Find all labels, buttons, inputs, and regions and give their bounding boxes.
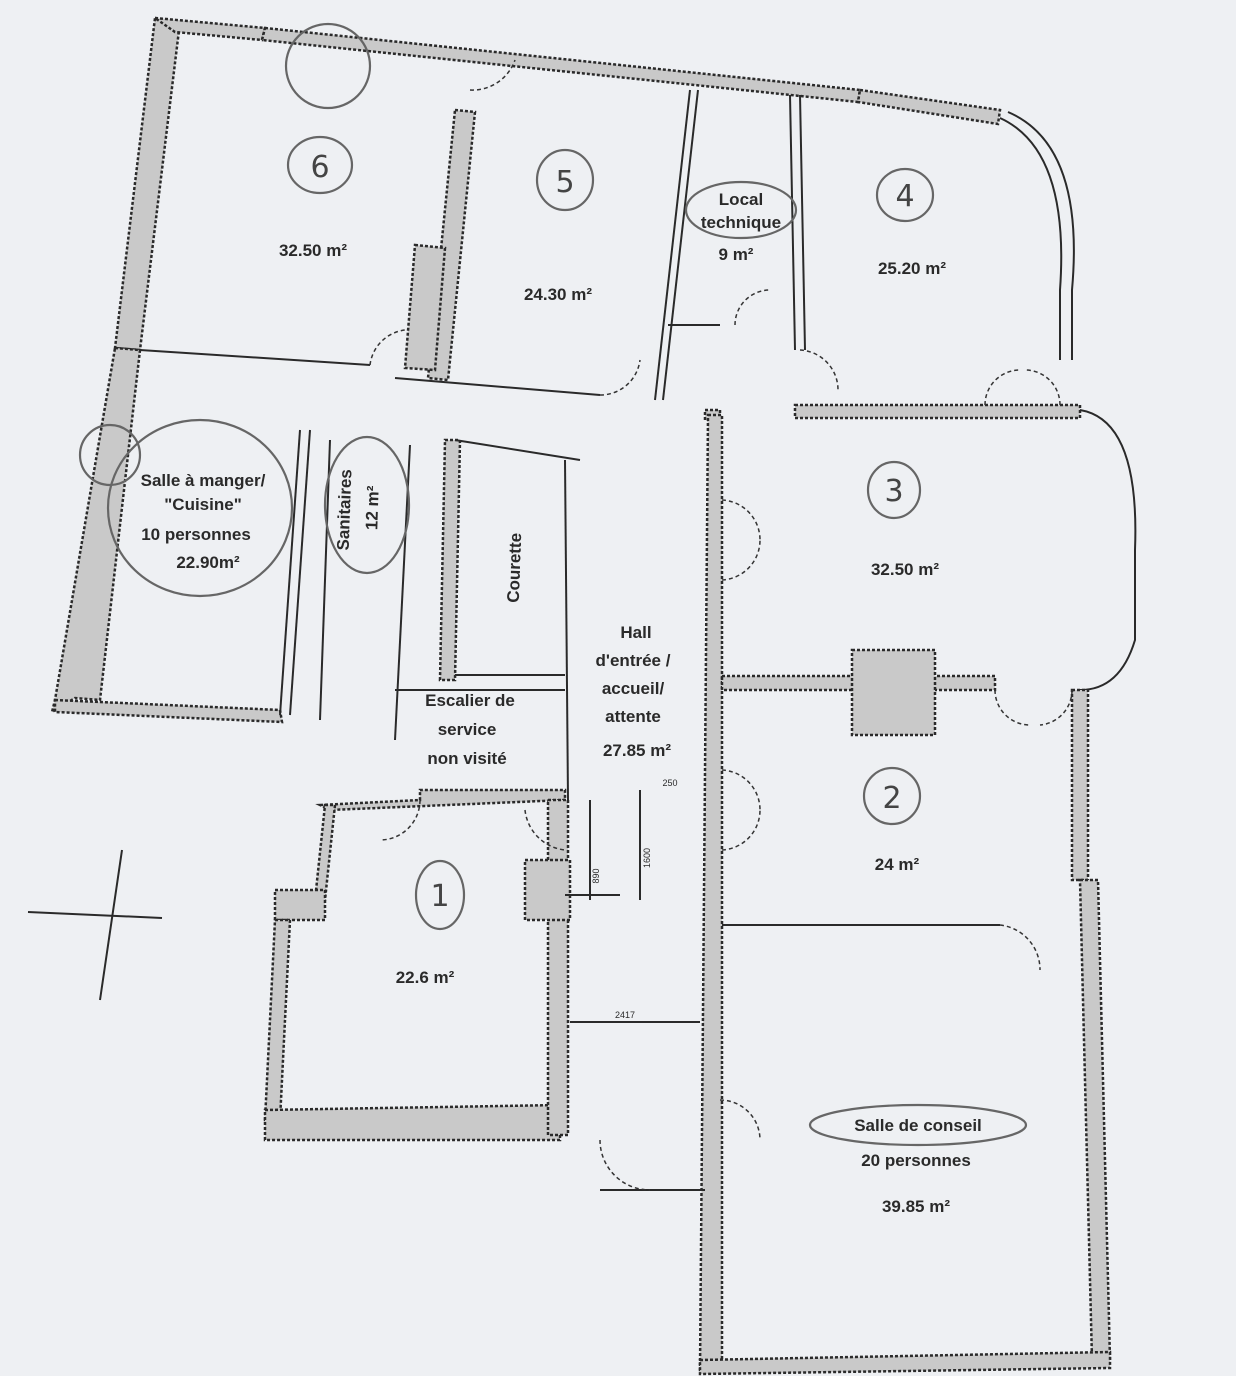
escalier-line1: Escalier de: [425, 691, 515, 710]
hall-area: 27.85 m²: [603, 741, 671, 760]
room-2-number: 2: [882, 781, 901, 816]
hall-line2: d'entrée /: [596, 651, 671, 670]
hall-line4: attente: [605, 707, 661, 726]
escalier-line3: non visité: [427, 749, 506, 768]
sanitaires-area: 12 m²: [362, 485, 383, 530]
dimension-1600: 1600: [642, 848, 652, 868]
conseil-area: 39.85 m²: [882, 1197, 950, 1216]
room-6-area: 32.50 m²: [279, 241, 347, 260]
local-technique-line1: Local: [719, 190, 763, 209]
room-2-area: 24 m²: [875, 855, 920, 874]
salle-manger-line3: 10 personnes: [141, 525, 251, 544]
room-3-number: 3: [884, 474, 903, 509]
salle-manger-line2: "Cuisine": [164, 495, 242, 514]
doors: [369, 59, 1073, 1191]
room-1-area: 22.6 m²: [396, 968, 455, 987]
local-technique-area: 9 m²: [719, 245, 754, 264]
room-6-number: 6: [310, 150, 329, 185]
dimension-890: 890: [591, 868, 601, 883]
walls: [50, 16, 1137, 1376]
hall-line1: Hall: [620, 623, 651, 642]
compass-icon: [27, 849, 163, 1001]
dimension-2417: 2417: [615, 1010, 635, 1020]
escalier-line2: service: [438, 720, 497, 739]
conseil-line2: 20 personnes: [861, 1151, 971, 1170]
hall-line3: accueil/: [602, 679, 665, 698]
salle-manger-line1: Salle à manger/: [141, 471, 266, 490]
local-technique-line2: technique: [701, 213, 781, 232]
room-4-area: 25.20 m²: [878, 259, 946, 278]
sanitaires-name: Sanitaires: [334, 469, 356, 551]
salle-manger-area: 22.90m²: [176, 553, 240, 572]
dimension-250: 250: [662, 778, 677, 788]
courette-name: Courette: [504, 533, 525, 604]
conseil-line1: Salle de conseil: [854, 1116, 982, 1135]
room-5-number: 5: [555, 165, 574, 200]
annotation-circles: [78, 22, 1028, 1147]
room-5-area: 24.30 m²: [524, 285, 592, 304]
room-1-number: 1: [430, 879, 449, 914]
room-3-area: 32.50 m²: [871, 560, 939, 579]
room-4-number: 4: [895, 179, 914, 214]
